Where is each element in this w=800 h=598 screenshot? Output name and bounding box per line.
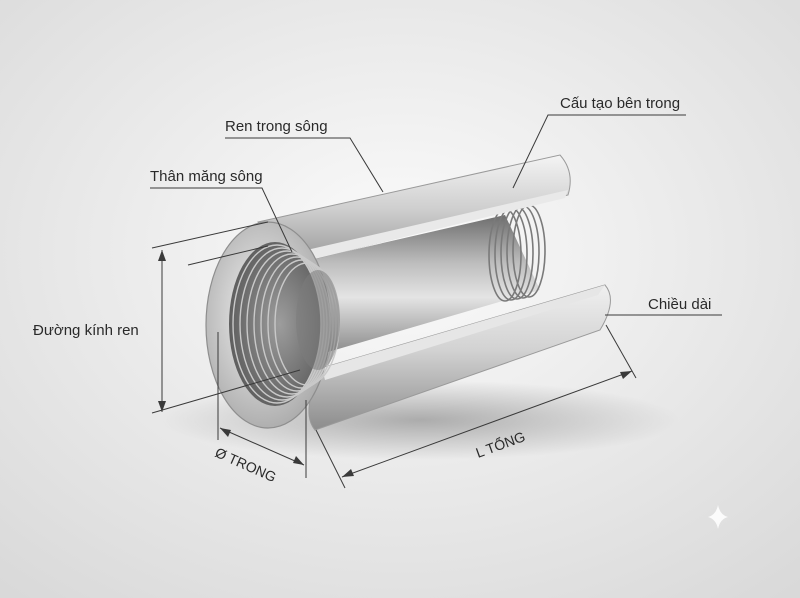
ext-thread-diameter-bottom xyxy=(151,369,301,414)
label-thread-diameter: Đường kính ren xyxy=(33,322,139,339)
ext-total-length-left xyxy=(315,429,346,489)
sparkle-icon xyxy=(708,505,728,529)
arrow-total-length-right xyxy=(620,371,632,379)
ext-thread-diameter-top-2 xyxy=(187,245,269,266)
leader-inner-structure xyxy=(512,114,686,189)
arrow-thread-diameter-bottom xyxy=(158,401,166,412)
label-body: Thân măng sông xyxy=(150,168,263,185)
upper-wall-cut-face xyxy=(298,190,568,262)
arrow-thread-diameter-top xyxy=(158,250,166,261)
dim-total-length xyxy=(341,370,633,478)
label-inner-thread: Ren trong sông xyxy=(225,118,328,135)
arrow-total-length-left xyxy=(342,469,354,477)
arrow-inner-dia-right xyxy=(293,456,304,465)
lower-wall-cut-face xyxy=(322,285,605,380)
label-length: Chiều dài xyxy=(648,296,711,313)
annotation-lines xyxy=(150,114,722,489)
leader-body xyxy=(150,187,293,253)
dim-inner-diameter xyxy=(219,427,305,466)
leader-inner-thread xyxy=(225,137,384,193)
inner-bore xyxy=(300,215,540,352)
ext-total-length-right xyxy=(605,324,637,379)
far-thread-rings xyxy=(488,204,546,302)
label-inner-structure: Cấu tạo bên trong xyxy=(560,95,680,112)
arrow-inner-dia-left xyxy=(220,428,231,437)
coupling xyxy=(205,154,611,431)
bore-depth xyxy=(296,270,340,370)
ext-thread-diameter-top xyxy=(151,221,269,249)
